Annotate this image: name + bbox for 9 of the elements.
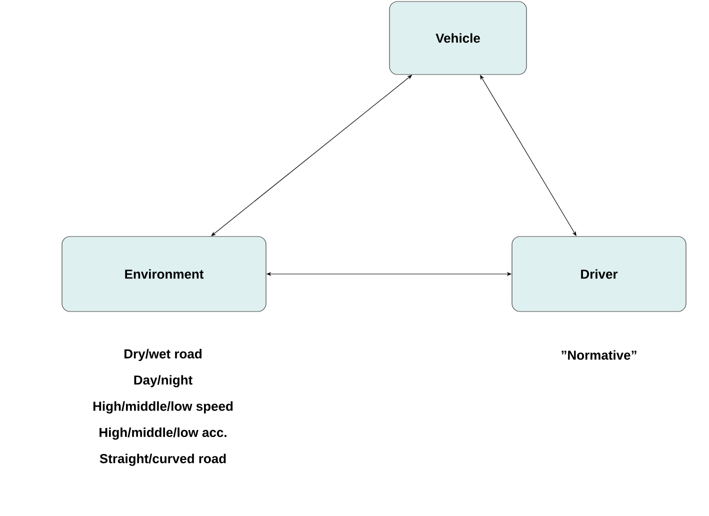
caption-text: Straight/curved road: [100, 454, 226, 466]
caption-text: Dry/wet road: [124, 348, 202, 362]
process-box: Environment: [62, 236, 266, 312]
process-box: Driver: [512, 236, 686, 312]
caption-text: Day/night: [134, 375, 192, 388]
process-box: Vehicle: [389, 1, 527, 75]
caption-text: High/middle/low acc.: [100, 428, 226, 440]
caption-text: ”Normative”: [562, 350, 636, 360]
caption-text: High/middle/low speed: [93, 401, 233, 414]
